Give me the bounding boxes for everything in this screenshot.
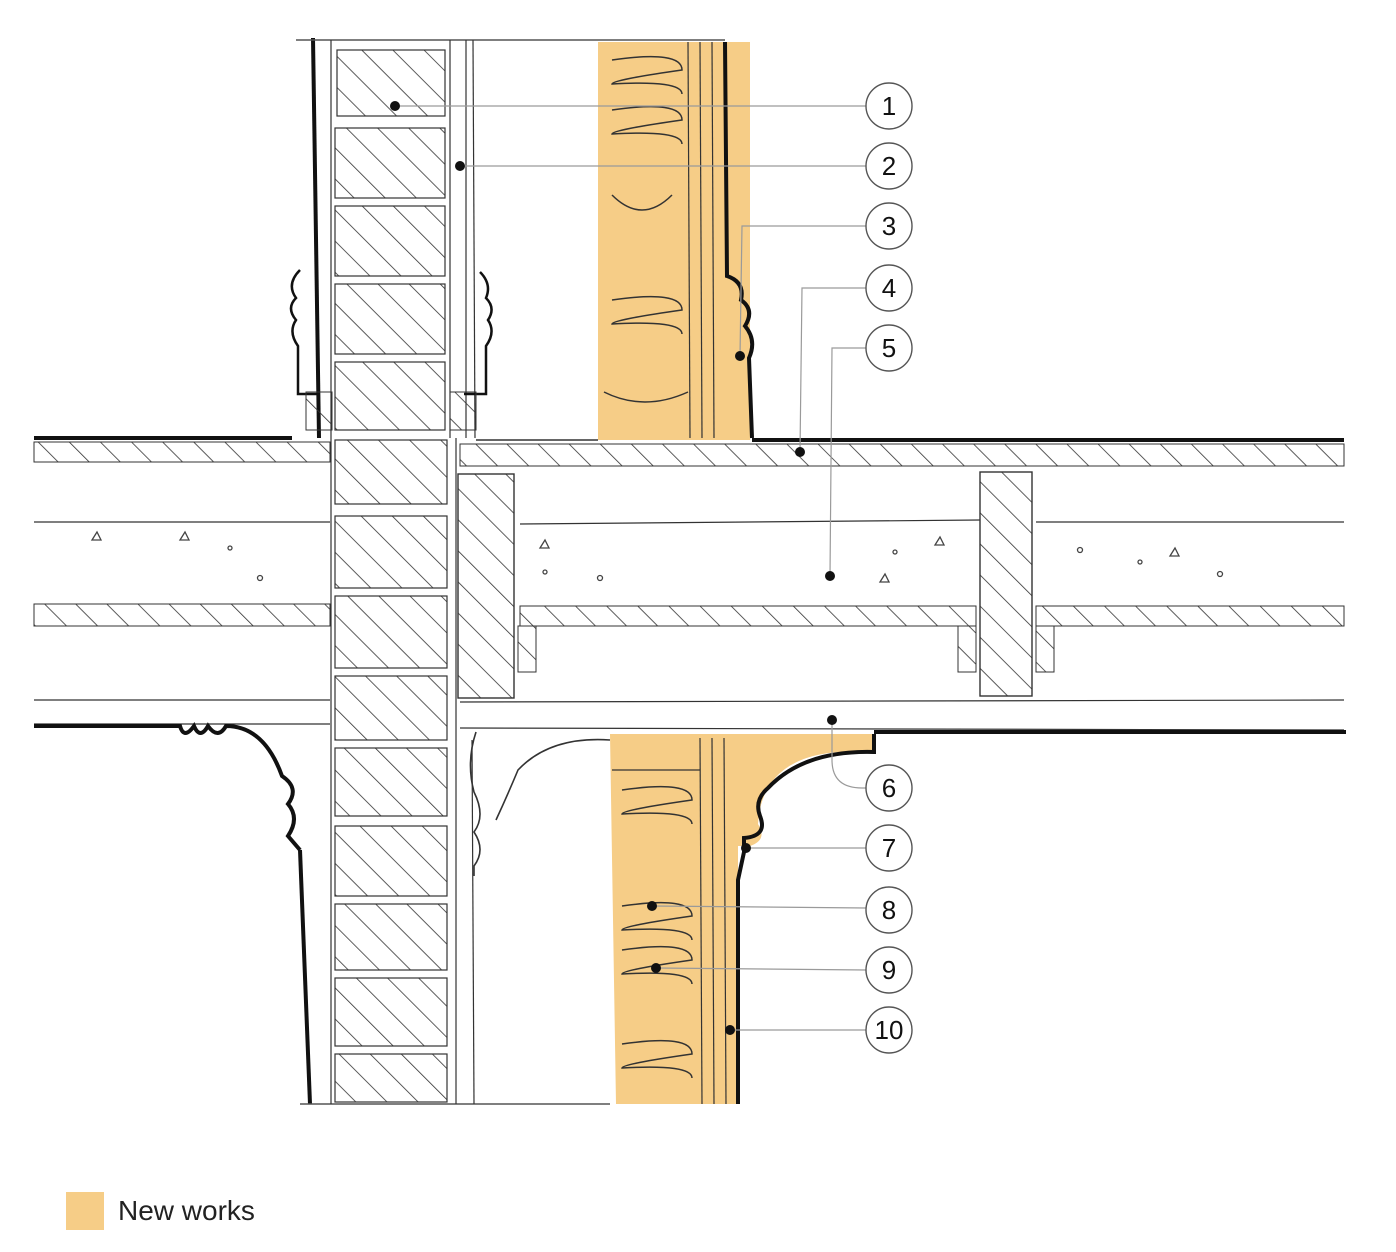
svg-text:5: 5 — [882, 333, 896, 363]
lower-new-works-fill — [610, 734, 874, 1104]
svg-text:7: 7 — [882, 833, 896, 863]
callout-1: 1 — [865, 82, 913, 130]
callout-6: 6 — [865, 764, 913, 812]
callout-5: 5 — [865, 324, 913, 372]
callout-bubbles: 1 2 3 4 5 6 7 8 9 10 — [865, 82, 913, 1054]
callout-9: 9 — [865, 946, 913, 994]
lower-wall — [298, 731, 611, 1105]
lower-insulation-squiggles — [621, 785, 693, 1079]
svg-text:8: 8 — [882, 895, 896, 925]
callout-3: 3 — [865, 202, 913, 250]
callout-8: 8 — [865, 886, 913, 934]
svg-text:4: 4 — [882, 273, 896, 303]
svg-text:10: 10 — [875, 1015, 904, 1045]
lower-new-lining — [610, 734, 876, 1105]
central-brick-column — [330, 438, 457, 741]
legend-label: New works — [118, 1195, 255, 1226]
callout-7: 7 — [865, 824, 913, 872]
svg-text:1: 1 — [882, 91, 896, 121]
callout-dots — [390, 101, 837, 1035]
floor-slab — [33, 436, 1346, 852]
callout-10: 10 — [865, 1006, 913, 1054]
upper-left-cornice — [289, 269, 493, 396]
svg-text:3: 3 — [882, 211, 896, 241]
legend-swatch-new-works — [66, 1192, 104, 1230]
callout-leaders — [395, 105, 867, 1031]
joists — [457, 471, 1055, 699]
svg-text:9: 9 — [882, 955, 896, 985]
svg-text:6: 6 — [882, 773, 896, 803]
upper-insulation-squiggles — [603, 55, 689, 403]
upper-brick-courses — [334, 49, 446, 431]
callout-4: 4 — [865, 264, 913, 312]
upper-new-lining — [598, 41, 755, 440]
legend: New works — [66, 1192, 255, 1230]
svg-text:2: 2 — [882, 151, 896, 181]
callout-2: 2 — [865, 142, 913, 190]
concrete-aggregate — [90, 530, 1224, 583]
